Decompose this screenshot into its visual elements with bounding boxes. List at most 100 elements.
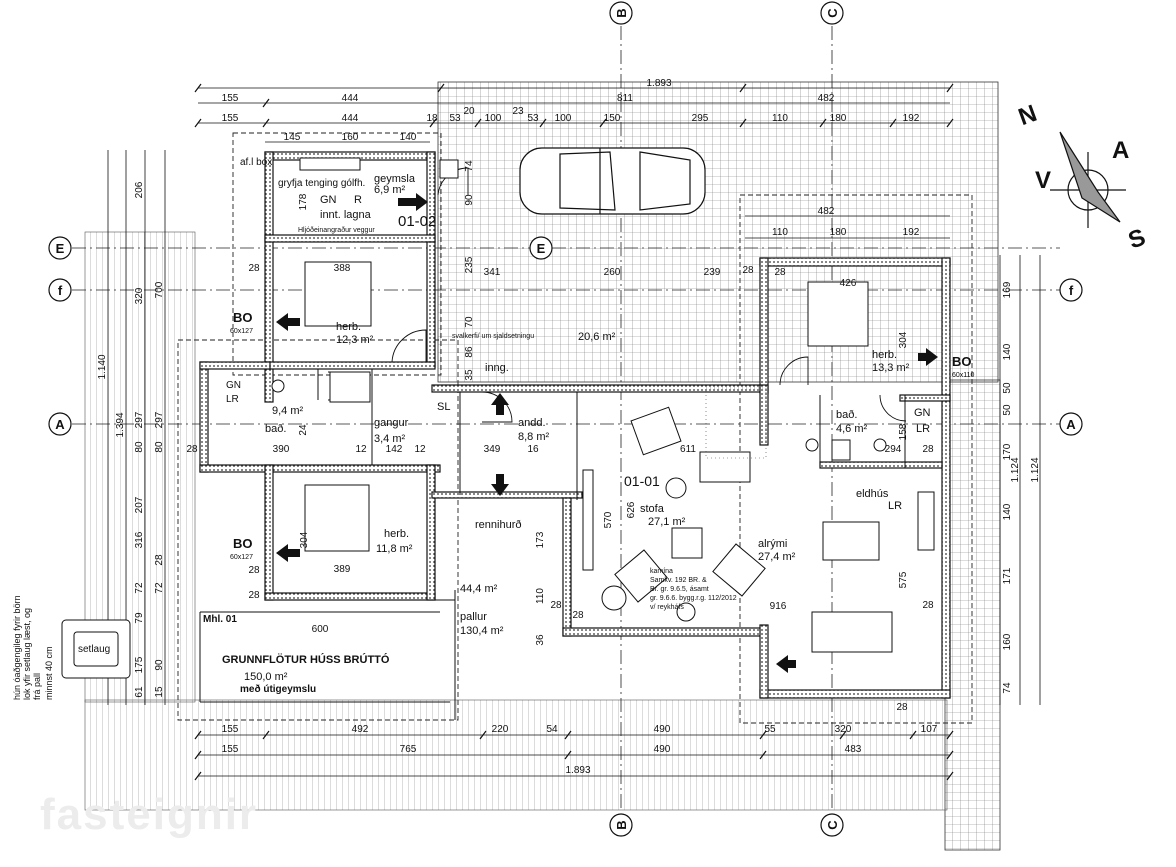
dim-top-r1-3: 482 [818,93,835,104]
room-bad2-lr: LR [916,423,930,435]
armchair-3 [712,543,766,597]
room-andd-inng: inng. [485,362,509,374]
dim-bed-block-1: 110 [772,227,788,238]
dim-left-c1-1: 320 [134,287,145,304]
dim-inner-25: 28 [896,702,908,713]
dim-left-cell-0: 28 [248,263,260,274]
dim-inner-3: 12 [355,444,367,455]
room-geymsla-name: geymsla [374,173,416,185]
dim-top-total: 1.893 [646,78,671,89]
room-bad2-name: bað. [836,409,857,421]
dim-top-r1-0: 155 [222,93,239,104]
dim-top-r3-2: 18 [426,113,438,124]
dim-inner-11: 426 [840,278,857,289]
bed-herb1 [304,261,372,327]
dim-inner-26: 304 [299,531,310,548]
axis-label-f-left: f [58,283,63,298]
dim-inner-8: 341 [484,267,501,278]
dim-right-c-0: 169 [1002,281,1013,298]
dim-inner-19: 110 [535,588,546,604]
setlaug-note-1: frá pall [32,673,42,700]
setlaug-note-2: lok yfir setlaug læst, og [22,608,32,700]
arrow-rennihurd [491,474,509,496]
dim-left-c1-7: 79 [134,612,145,624]
dim-inner-32: 74 [464,160,475,172]
dim-left-c1-0: 206 [134,181,145,198]
dim-right-c-3: 50 [1002,404,1013,416]
dim-inner-16: 570 [603,511,614,528]
room-gryfja-note: Hljóðeinangraður veggur [298,226,375,234]
dim-inner-38: 28 [742,265,754,276]
dim-right-outer-1: 1.124 [1030,457,1041,482]
dim-top-r1-1: 444 [342,93,359,104]
compass-rose [1050,131,1126,228]
room-eldhus-lr: LR [888,500,902,512]
kamina-note-2: Br. gr. 9.6.5, ásamt [650,586,709,593]
dim-left-c1-2: 297 [134,411,145,428]
dining-table [811,611,893,653]
room-gangur-area: 3,4 m² [374,433,406,445]
armchair-4 [671,527,703,559]
kamina-note-1: Samkv. 192 BR. & [650,577,707,584]
arrow-inng [491,393,509,415]
dim-bed-block-2: 180 [830,227,847,238]
dim-inner-34: 178 [298,193,309,210]
axis-label-b-top: B [614,8,629,17]
axis-label-c-bottom: C [825,820,840,830]
dim-left-c1-6: 72 [134,582,145,594]
room-rennihurd: rennihurð [475,519,521,531]
dim-top-r3-6: 100 [555,113,572,124]
dim-bot-r2-0: 155 [222,744,239,755]
bo-left1-label: BO [233,310,253,325]
room-herb2-name: herb. [384,528,409,540]
axis-label-c-top: C [825,8,840,18]
dim-left-outer-0: 1.140 [97,354,108,379]
dim-right-c-4: 170 [1002,443,1013,460]
dim-inner-12: 294 [885,444,902,455]
dim-right-c-5: 140 [1002,503,1013,520]
dim-inner-27: 304 [898,331,909,348]
room-carport-note: svalkerfi/ um sjaldsetningu [452,333,534,340]
dim-left-c2-5: 90 [154,659,165,671]
dim-bot-r2-2: 490 [654,744,671,755]
dim-left-c1-8: 175 [134,656,145,673]
dim-top-r3-10: 180 [830,113,847,124]
arrow-herb2-bo [276,544,300,562]
dim-left-c1-4: 207 [134,496,145,513]
dim-left-c2-0: 700 [154,281,165,298]
dim-top-r4-2: 140 [400,132,417,143]
dim-left-outer-1: 1.394 [115,412,126,437]
kamina-stove [676,602,696,622]
dim-left-c1-5: 316 [134,531,145,548]
room-carport-area: 20,6 m² [578,331,616,343]
dim-inner-0: 388 [334,263,351,274]
dim-top-r3-7: 150 [604,113,621,124]
dim-top-r3-0: 155 [222,113,239,124]
room-alrymi-name: alrými [758,538,787,550]
room-pallur-area1: 44,4 m² [460,583,498,595]
dim-bot-r2-1: 765 [400,744,417,755]
dim-top-r3-8: 295 [692,113,709,124]
setlaug-note-0: minnst 40 cm [44,646,54,700]
watermark: fasteignir [40,790,259,839]
mhl-label: Mhl. 01 [203,614,237,625]
outline-dashed-left [177,339,459,721]
dim-left-cell-2: 28 [248,565,260,576]
dim-right-outer-0: 1.124 [1010,457,1021,482]
axis-label-a-right: A [1066,417,1076,432]
room-andd-name: andd. [518,417,546,429]
dim-inner-13: 611 [680,444,696,455]
room-bad1-name: bað. [265,423,286,435]
dim-bot-total: 1.893 [565,765,590,776]
axis-label-f-right: f [1069,283,1074,298]
arrow-herb1-bo [276,313,300,331]
dim-inner-22: 28 [572,610,584,621]
axis-label-e-mid: E [537,241,546,256]
axis-label-e-left: E [56,241,65,256]
dim-inner-1: 390 [273,444,290,455]
room-stofa-code: 01-01 [624,473,660,489]
room-gryfja-line3: innt. lagna [320,209,372,221]
setlaug-label: setlaug [78,644,110,655]
setlaug-note-3: hún óaðgengileg fyrir börn [12,595,22,700]
